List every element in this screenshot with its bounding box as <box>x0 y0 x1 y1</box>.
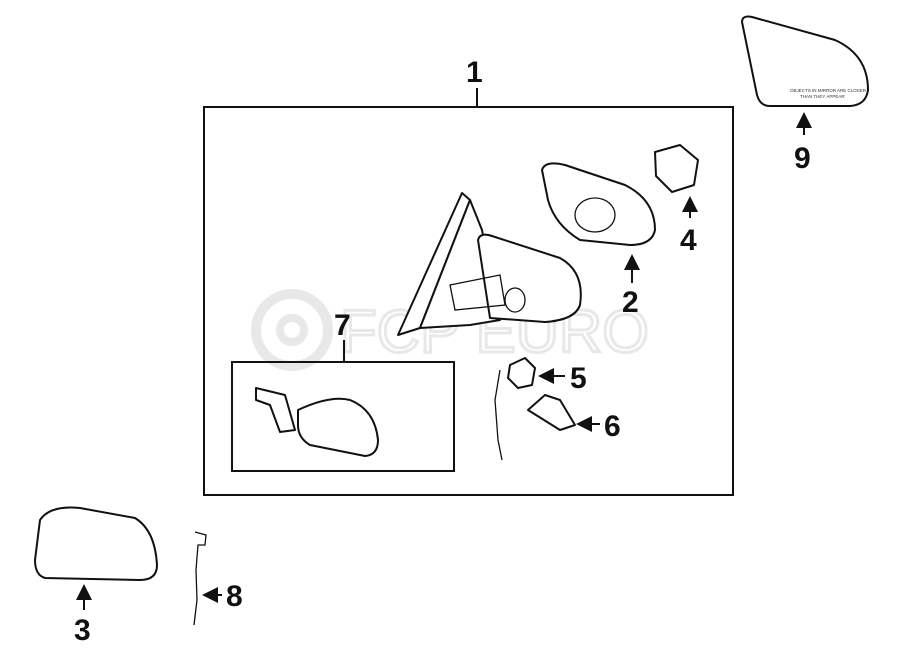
mirror-assembly <box>397 192 582 336</box>
callout-3: 3 <box>74 614 91 647</box>
callout-7: 7 <box>334 309 351 342</box>
part-2-frame <box>541 162 656 246</box>
part-6-lens <box>527 394 576 431</box>
part-7-bracket <box>255 387 296 433</box>
callout-2: 2 <box>622 286 639 319</box>
assembly-box <box>203 106 734 496</box>
part-4-motor <box>654 144 699 193</box>
part-7-turn-signal <box>297 397 379 457</box>
callout-6: 6 <box>604 410 621 443</box>
callout-5: 5 <box>570 362 587 395</box>
part-9-mirror-glass <box>741 15 869 107</box>
callout-8: 8 <box>226 580 243 613</box>
mirror-glass-text-line2: THAN THEY APPEAR <box>800 94 845 99</box>
callout-1: 1 <box>466 56 483 89</box>
part-3-mirror-cover <box>34 506 158 581</box>
callout-4: 4 <box>680 224 697 257</box>
part-8-wire-harness <box>193 531 207 626</box>
mirror-glass-text-line1: OBJECTS IN MIRROR ARE CLOSER <box>790 88 867 93</box>
callout-9: 9 <box>794 142 811 175</box>
part-5-lamp <box>507 357 536 389</box>
